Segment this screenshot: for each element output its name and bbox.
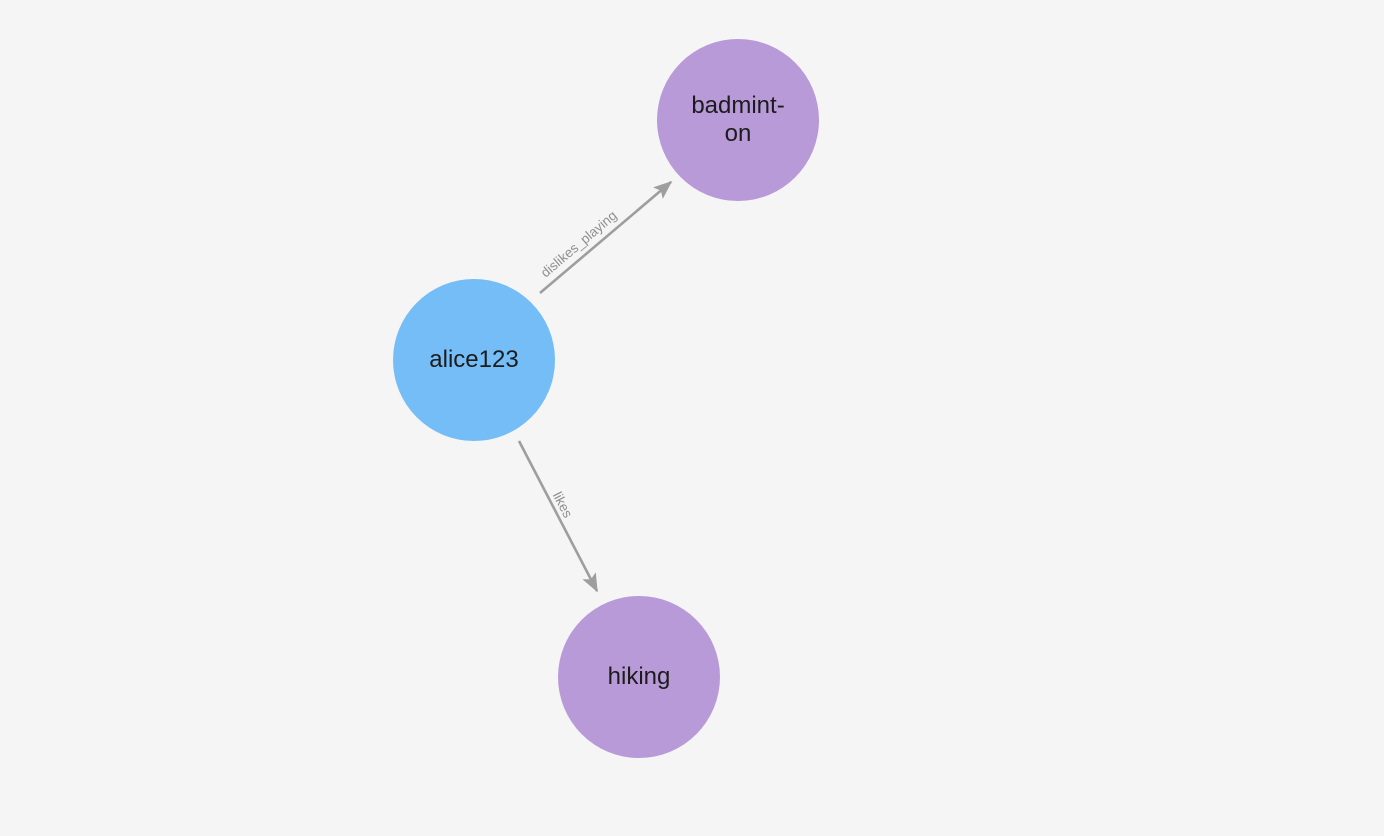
graph-node-hiking[interactable]: hiking bbox=[558, 596, 720, 758]
graph-node-alice123[interactable]: alice123 bbox=[393, 279, 555, 441]
edge-line-likes[interactable] bbox=[517, 440, 599, 593]
edge-line-dislikes-playing[interactable] bbox=[539, 180, 673, 294]
node-label-badminton: badmint- on bbox=[691, 92, 785, 147]
node-label-alice123: alice123 bbox=[429, 346, 519, 373]
node-label-hiking: hiking bbox=[607, 663, 671, 690]
graph-node-badminton[interactable]: badmint- on bbox=[657, 39, 819, 201]
